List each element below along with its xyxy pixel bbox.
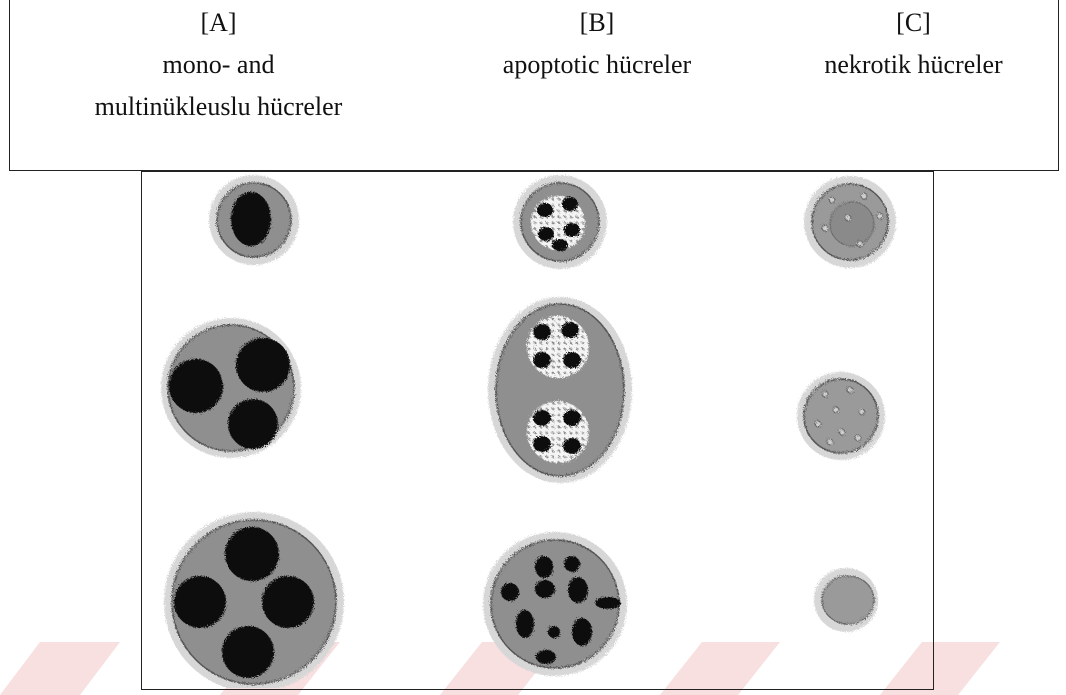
cell-b-apoptotic-small (513, 175, 607, 269)
column-a-header: [A] mono- and multinükleuslu hücreler (10, 2, 427, 128)
cell-b-apoptotic-budding (488, 297, 632, 483)
cell-a-tetranuclear (164, 512, 344, 688)
cell-c-necrotic-lysed (814, 568, 878, 632)
cell-a-trinuclear (161, 318, 301, 458)
cell-a-mononuclear (209, 175, 299, 265)
cell-illustrations (142, 172, 932, 688)
column-c-title: nekrotik hücreler (767, 44, 1060, 86)
column-a-letter: [A] (10, 2, 427, 44)
column-c-header: [C] nekrotik hücreler (767, 2, 1060, 86)
column-b-title: apoptotic hücreler (427, 44, 767, 86)
column-c-letter: [C] (767, 2, 1060, 44)
column-b-header: [B] apoptotic hücreler (427, 2, 767, 86)
column-a-title-line2: multinükleuslu hücreler (10, 86, 427, 128)
column-a-title-line1: mono- and (10, 44, 427, 86)
cell-b-apoptotic-fragmented (483, 532, 627, 676)
cell-illustration-panel (141, 171, 934, 690)
cell-c-necrotic-early (804, 176, 896, 268)
cell-c-necrotic-swollen (797, 372, 885, 460)
header-table: [A] mono- and multinükleuslu hücreler [B… (9, 0, 1059, 171)
column-b-letter: [B] (427, 2, 767, 44)
